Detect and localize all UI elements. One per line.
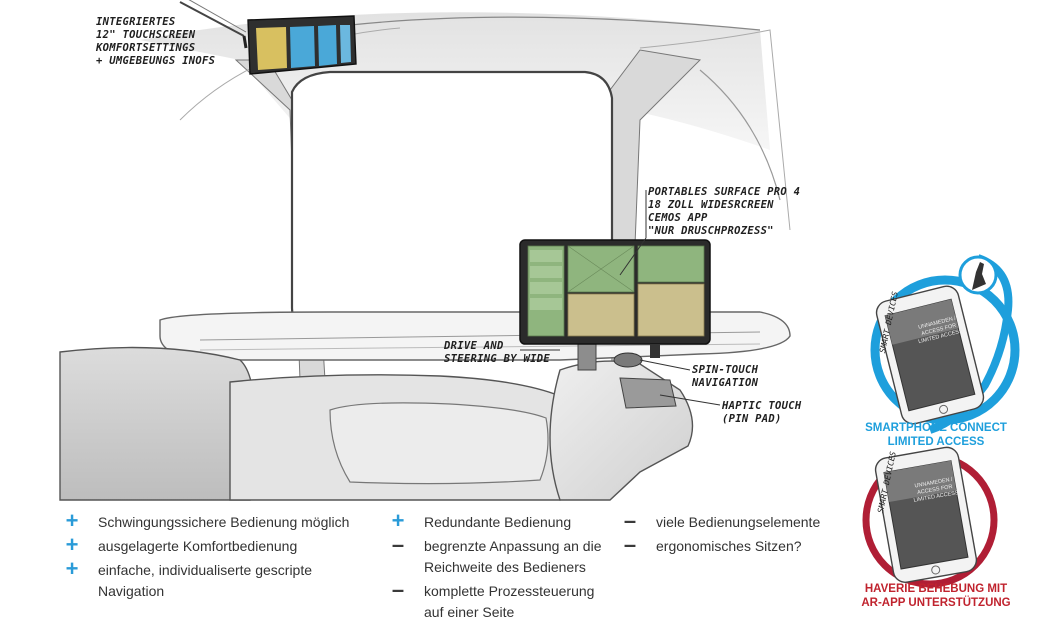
callout-surface: PORTABLES SURFACE PRO 4 18 ZOLL WIDESRCR… [648, 186, 801, 237]
list-item-text: Redundante Bedienung [424, 514, 572, 530]
minus-icon: – [623, 532, 637, 557]
list-item-text: ergonomisches Sitzen? [656, 538, 802, 554]
smartphone-caption: SMARTPHONE CONNECT LIMITED ACCESS [865, 422, 1007, 448]
plus-icon: + [65, 532, 79, 557]
ar-caption: HAVERIE BEHEBUNG MIT AR-APP UNTERSTÜTZUN… [861, 583, 1011, 609]
plus-icon: + [65, 556, 79, 581]
roof-touchscreen [179, 0, 357, 75]
list-item: + ausgelagerte Komfortbedienung [62, 532, 382, 557]
minus-icon: – [391, 532, 405, 557]
callout-drive: DRIVE AND STEERING BY WIDE [444, 340, 550, 365]
list-col3: – viele Bedienungselemente – ergonomisches … [620, 508, 850, 560]
minus-icon: – [391, 577, 405, 602]
list-item: – ergonomisches Sitzen? [620, 532, 850, 557]
list-col1: + Schwingungssichere Bedienung möglich + au… [62, 508, 382, 605]
plus-icon: + [65, 508, 79, 533]
callout-roof-screen: INTEGRIERTES 12" TOUCHSCREEN KOMFORTSETT… [96, 16, 216, 67]
plus-icon: + [391, 508, 405, 533]
spin-touch-knob-icon[interactable] [613, 352, 643, 368]
callout-lines [520, 190, 721, 406]
list-item-text: Schwingungssichere Bedienung möglich [98, 514, 350, 530]
surface-tablet [519, 239, 711, 358]
list-item: – viele Bedienungselemente [620, 508, 850, 533]
callout-spin: SPIN-TOUCH NAVIGATION [692, 364, 759, 389]
minus-icon: – [623, 508, 637, 533]
list-item: + Schwingungssichere Bedienung möglich [62, 508, 382, 533]
list-item-text: ausgelagerte Komfortbedienung [98, 538, 298, 554]
pin-pad-icon[interactable] [619, 377, 677, 409]
hand-pointer-icon [972, 262, 986, 290]
list-item: + Redundante Bedienung [388, 508, 618, 533]
list-item-text: viele Bedienungselemente [656, 514, 821, 530]
list-col2: + Redundante Bedienung –begrenzte Anpassun… [388, 508, 618, 626]
callout-haptic: HAPTIC TOUCH (PIN PAD) [722, 400, 802, 425]
ar-device [862, 446, 998, 588]
smartphone-device [870, 254, 1020, 434]
seat [59, 346, 568, 501]
